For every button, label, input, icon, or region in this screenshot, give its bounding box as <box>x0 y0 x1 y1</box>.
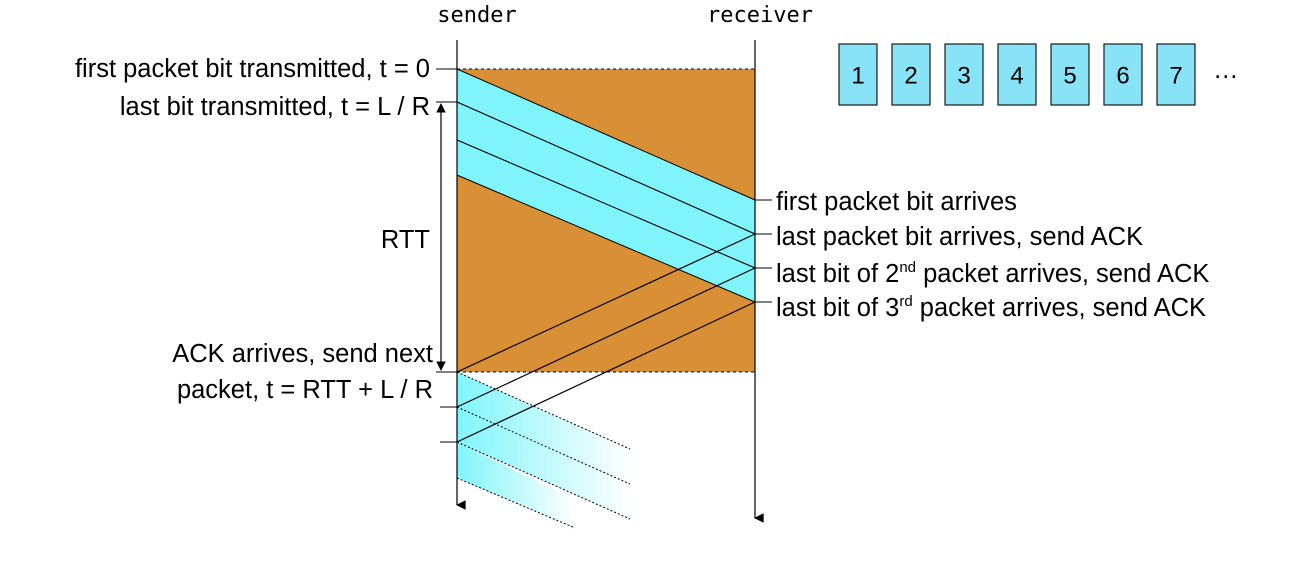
receiver-header: receiver <box>707 3 813 28</box>
packet-box-number-3: 3 <box>957 63 970 90</box>
packet-box-1 <box>838 43 878 106</box>
packet-box-number-6: 6 <box>1116 63 1129 90</box>
label-first-bit-transmitted: first packet bit transmitted, t = 0 <box>75 55 430 83</box>
packet-box-number-4: 4 <box>1010 63 1023 90</box>
packet-box-5 <box>1050 43 1090 106</box>
packet-box-number-2: 2 <box>904 63 917 90</box>
ack-line-3 <box>456 301 756 443</box>
ack-line-2 <box>456 267 756 408</box>
packet-box-number-1: 1 <box>851 63 864 90</box>
next-packet-band-2 <box>457 407 630 519</box>
label-ack-arrives-line1: ACK arrives, send next <box>172 340 433 368</box>
label-ack-arrives-line2: packet, t = RTT + L / R <box>177 376 433 404</box>
label-last-bit-transmitted: last bit transmitted, t = L / R <box>120 93 430 121</box>
third-sup: rd <box>899 293 912 310</box>
packet-box-7 <box>1156 43 1196 106</box>
ack-line-1 <box>456 233 756 373</box>
label-rtt: RTT <box>381 226 430 254</box>
next-packet-band-3 <box>457 442 575 528</box>
packet-box-6 <box>1103 43 1143 106</box>
second-sup: nd <box>899 259 916 276</box>
packet-queue: 1 2 3 4 5 6 7 <box>838 43 1196 106</box>
label-third-packet-arrives: last bit of 3rd packet arrives, send ACK <box>776 293 1206 322</box>
third-prefix: last bit of 3 <box>776 294 899 322</box>
second-suffix: packet arrives, send ACK <box>916 260 1209 288</box>
label-first-packet-bit-arrives: first packet bit arrives <box>776 188 1017 216</box>
packet-box-number-5: 5 <box>1063 63 1076 90</box>
queue-ellipsis: … <box>1213 56 1239 84</box>
next-packet-line-2 <box>456 406 631 485</box>
second-prefix: last bit of 2 <box>776 260 899 288</box>
next-packet-line-3 <box>456 441 631 520</box>
packet-box-2 <box>891 43 931 106</box>
next-packet-band-1 <box>457 372 630 484</box>
sender-header: sender <box>437 3 516 28</box>
packet-box-4 <box>997 43 1037 106</box>
next-packet-line-1 <box>456 371 631 450</box>
label-last-packet-bit-arrives: last packet bit arrives, send ACK <box>776 223 1143 251</box>
third-suffix: packet arrives, send ACK <box>913 294 1206 322</box>
packet-box-3 <box>944 43 984 106</box>
packet-box-number-7: 7 <box>1169 63 1182 90</box>
label-second-packet-arrives: last bit of 2nd packet arrives, send ACK <box>776 259 1209 288</box>
next-packet-line-4 <box>456 477 576 529</box>
